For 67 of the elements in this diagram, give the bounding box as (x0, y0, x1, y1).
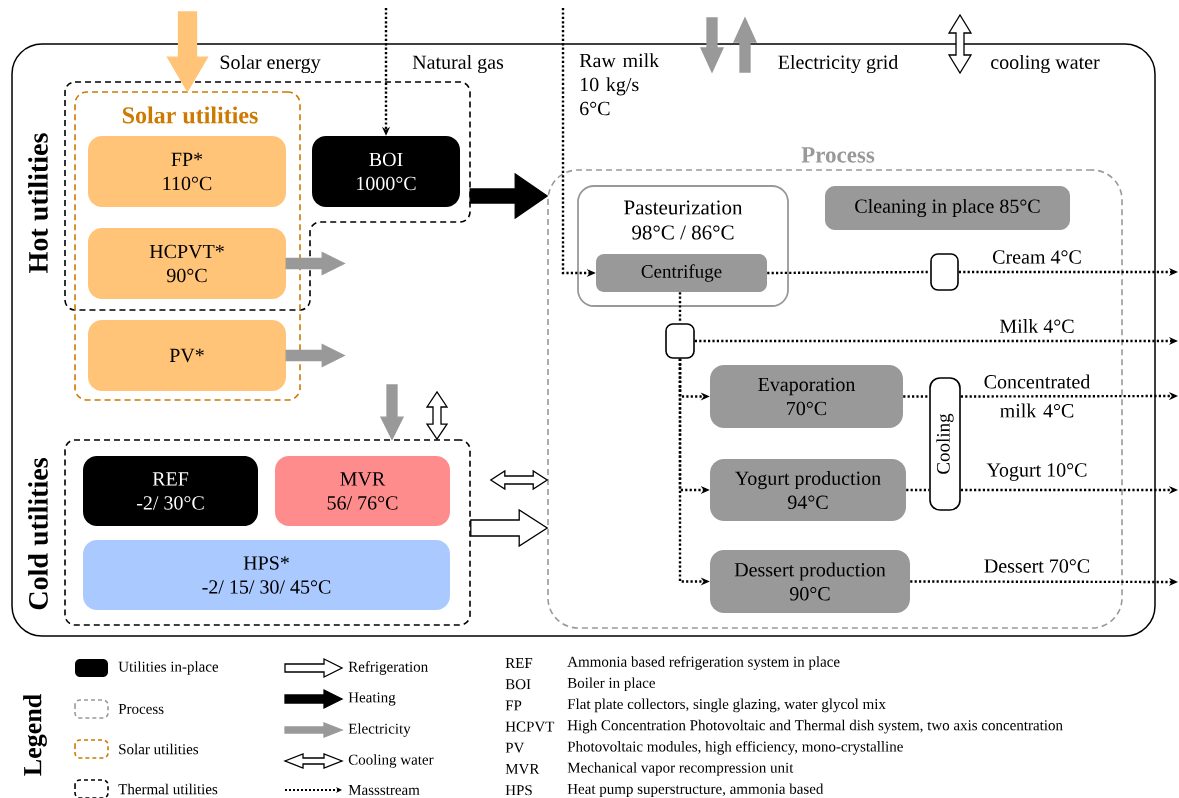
abbreviation: BOI (505, 679, 531, 690)
heat-pump-box: HPS* -2/ 15/ 30/ 45°C (83, 540, 450, 610)
boiler-box: BOI 1000°C (312, 136, 460, 207)
edge-label: Natural gas (412, 54, 504, 74)
refrigeration-box: REF -2/ 30°C (83, 456, 258, 526)
legend-heading: Legend (23, 694, 47, 776)
edge-label: Dessert 70°C (984, 559, 1090, 573)
stream-label: cooling water (991, 54, 1100, 74)
cleaning-box: Cleaning in place 85°C (825, 186, 1070, 230)
abbreviation-description: High Concentration Photovoltaic and Thermal dish system, two axis concentration (567, 719, 1063, 734)
arrow (285, 251, 346, 276)
legend-label: Utilities in-place (118, 661, 219, 675)
edge-label: Concentrated milk 4°C (984, 374, 1091, 418)
stream-label: Electricity grid (778, 54, 899, 74)
dashed-group (64, 81, 471, 311)
collector-box: FP* 110°C (88, 136, 286, 207)
centrifuge-box: Centrifuge (596, 254, 767, 292)
section-label: Hot utilities (28, 133, 48, 273)
legend-label: Massstream (348, 785, 420, 795)
arrow (469, 172, 549, 220)
group-heading: Process (801, 147, 875, 163)
connector-line (767, 270, 931, 275)
legend-label: Solar utilities (119, 743, 199, 755)
abbreviation-description: Photovoltaic modules, high efficiency, mono-crystalline (567, 740, 903, 755)
legend-label: Process (118, 704, 164, 714)
arrow (285, 343, 346, 368)
arrow (470, 508, 549, 548)
connector-line (678, 292, 682, 324)
process-box: Dessert production 90°C (710, 550, 910, 613)
recompression-box: MVR 56/ 76°C (275, 456, 450, 526)
cooling-box: Cooling (929, 377, 961, 511)
abbreviation-description: Boiler in place (567, 677, 655, 691)
arrow (425, 390, 449, 441)
legend-label: Cooling water (348, 754, 434, 768)
splitter-box (665, 323, 695, 359)
edge-label: Milk 4°C (999, 318, 1074, 334)
connector-line (906, 488, 930, 492)
abbreviation: MVR (505, 763, 540, 774)
abbreviation: REF (505, 658, 533, 668)
abbreviation: PV (505, 742, 525, 753)
abbreviation-description: Ammonia based refrigeration system in place (567, 656, 840, 670)
process-box: Yogurt production 94°C (710, 459, 906, 521)
abbreviation-description: Heat pump superstructure, ammonia based (567, 783, 824, 797)
legend-label: Heating (348, 692, 396, 706)
edge-label: Yogurt 10°C (986, 463, 1087, 481)
legend-label: Electricity (348, 723, 411, 737)
module-box: PV* (88, 320, 286, 391)
abbreviation: HCPVT (505, 721, 555, 732)
abbreviation-description: Flat plate collectors, single glazing, water glycol mix (567, 698, 886, 713)
legend-label: Thermal utilities (118, 783, 218, 795)
process-box: Evaporation 70°C (710, 365, 903, 428)
legend-label: Refrigeration (348, 661, 428, 675)
abbreviation: FP (505, 700, 522, 711)
edge-label: Raw milk 10 kg/s 6°C (579, 53, 660, 116)
collector-box: HCPVT* 90°C (88, 228, 286, 299)
edge-label: Cream 4°C (993, 250, 1081, 264)
connector-line (903, 395, 930, 398)
edge-label: Solar energy (220, 54, 321, 74)
arrow (379, 384, 405, 441)
arrow (166, 11, 209, 93)
section-label: Cold utilities (28, 458, 48, 610)
dashed-group (64, 439, 471, 626)
abbreviation-description: Mechanical vapor recompression unit (567, 762, 794, 776)
group-heading: Solar utilities (122, 106, 258, 124)
arrow (489, 469, 549, 491)
abbreviation: HPS (505, 785, 532, 796)
splitter-box (930, 253, 959, 291)
